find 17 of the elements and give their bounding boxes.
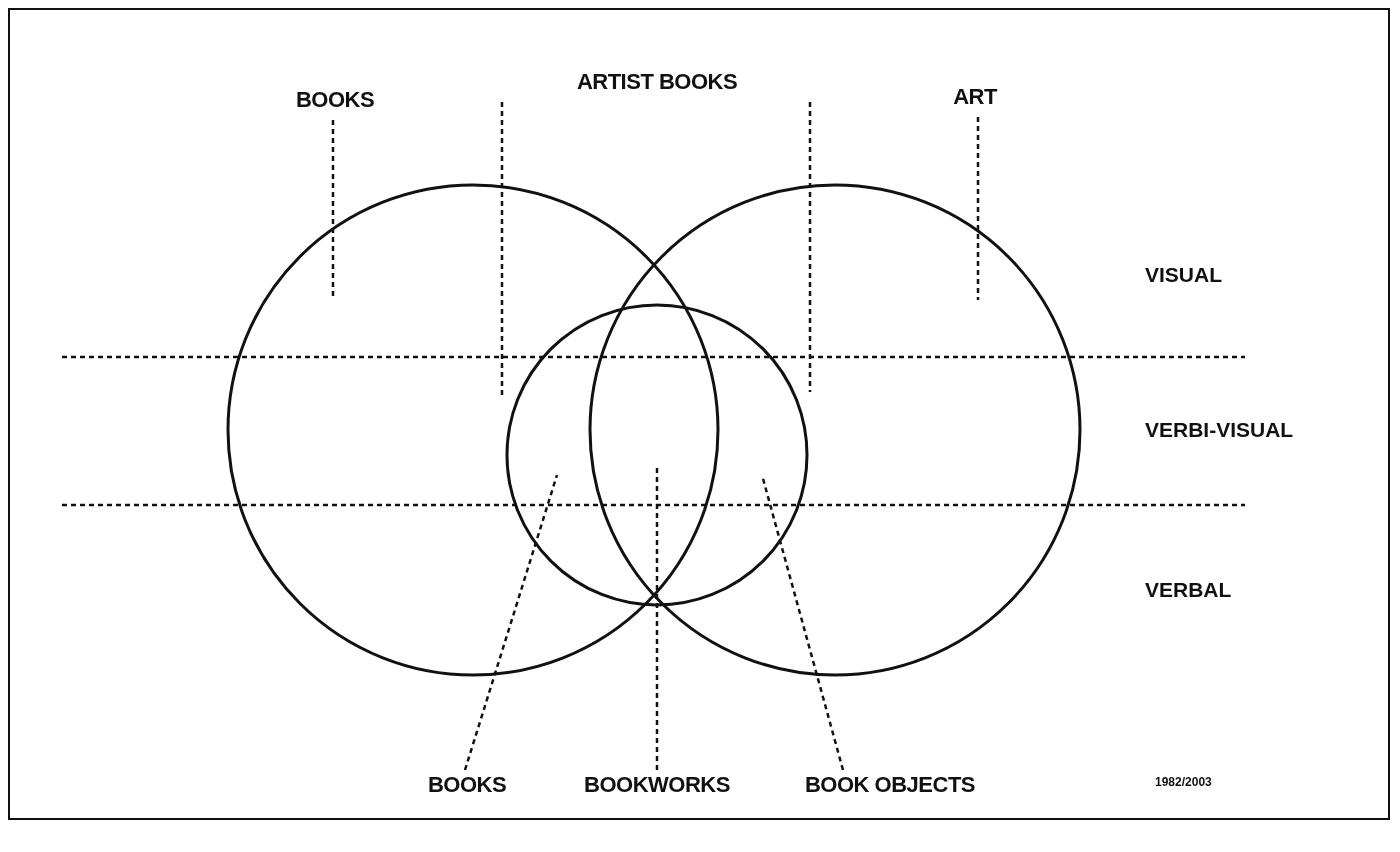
label-text: BOOKS [427, 772, 507, 798]
leader-line [463, 474, 559, 771]
venn-circle [226, 183, 720, 677]
venn-circle [588, 183, 1082, 677]
date-text: 1982/2003 [1155, 775, 1212, 789]
label-text: ARTIST BOOKS [576, 69, 738, 95]
label-text: BOOKS [295, 87, 375, 113]
row-label: VERBAL [1145, 578, 1232, 602]
label-text: BOOKWORKS [584, 772, 730, 798]
row-label: VISUAL [1145, 263, 1222, 287]
row-label: VERBI-VISUAL [1145, 418, 1294, 442]
leader-line [500, 102, 504, 395]
leader-line [808, 102, 812, 392]
label-text: ART [953, 84, 997, 110]
venn-circle [505, 303, 809, 607]
label-text: BOOK OBJECTS [805, 772, 975, 798]
leader-line [976, 117, 980, 300]
